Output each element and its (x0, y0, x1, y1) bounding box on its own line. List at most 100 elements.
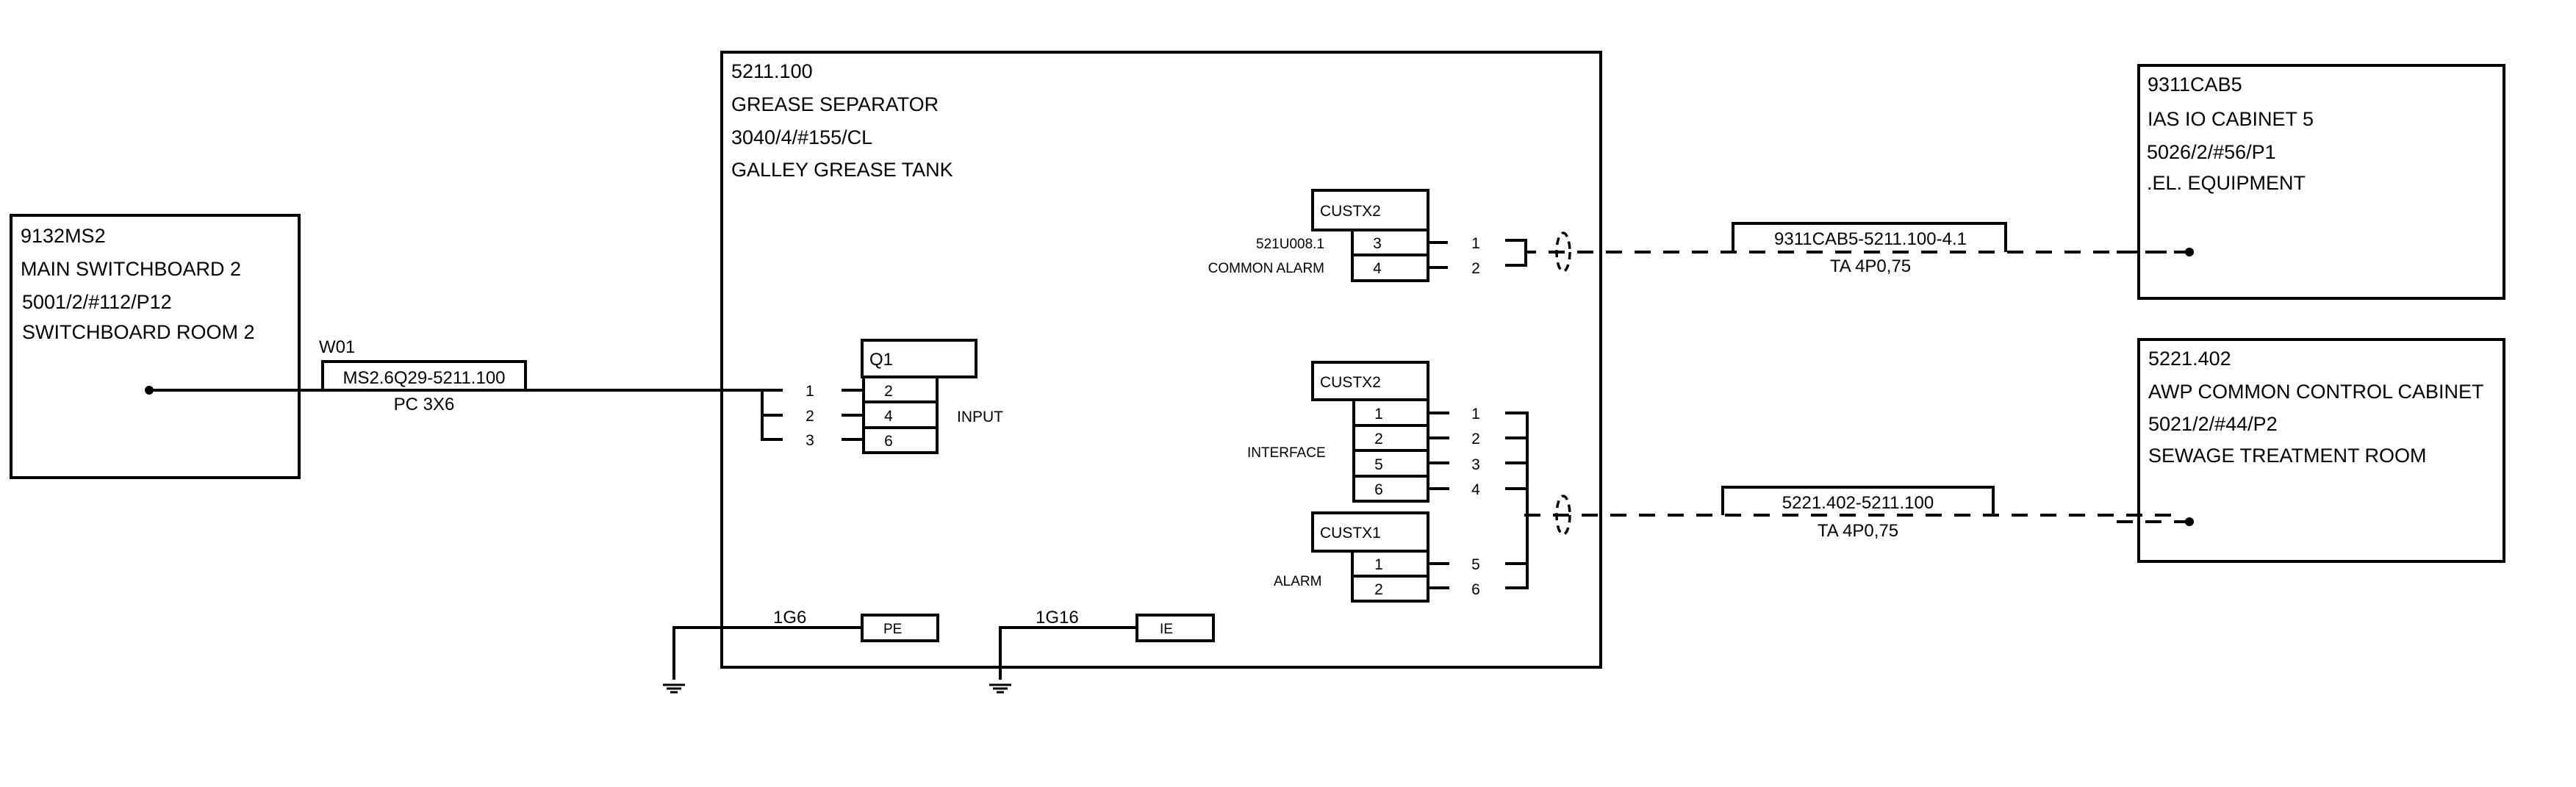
terminal-pin (1352, 475, 1429, 503)
terminal-label: 521U008.1 (1256, 237, 1324, 252)
pin-number: 1 (1374, 406, 1383, 423)
core-number: 3 (806, 432, 814, 449)
device-grease-separator[interactable]: 5211.100 GREASE SEPARATOR 3040/4/#155/CL… (720, 51, 1602, 669)
terminal-label: INTERFACE (1247, 445, 1326, 461)
terminal-label: COMMON ALARM (1208, 261, 1324, 276)
terminal-pin (1352, 449, 1429, 478)
earth-wire (672, 626, 862, 680)
terminal-pin (862, 375, 939, 403)
cable-type: TA 4P0,75 (1818, 521, 1898, 541)
terminal-pin (1351, 550, 1429, 578)
core-number: 2 (806, 408, 814, 425)
core-number: 4 (1471, 481, 1480, 498)
pin-number: 1 (1374, 556, 1383, 573)
device-awp-cabinet[interactable]: 5221.402 AWP COMMON CONTROL CABINET 5021… (2117, 338, 2505, 563)
pin-number: 4 (1373, 260, 1382, 277)
connection-dot (2185, 248, 2194, 256)
terminal-header (1311, 361, 1429, 401)
core-number: 1 (806, 383, 814, 400)
device-room: GALLEY GREASE TANK (731, 159, 953, 181)
pin-number: 6 (1374, 481, 1383, 498)
pin-number: 4 (884, 408, 893, 425)
device-main-switchboard[interactable]: 9132MS2 MAIN SWITCHBOARD 2 5001/2/#112/P… (10, 214, 301, 479)
terminal-block-custx1[interactable]: CUSTX1 1 2 ALARM (1274, 511, 1449, 603)
terminal-name: IE (1160, 622, 1173, 637)
device-location-code: 3040/4/#155/CL (731, 126, 872, 148)
earth-wire (999, 626, 1137, 680)
core-bracket (1505, 239, 1527, 267)
core-number: 2 (1471, 431, 1480, 448)
earth-cable-id: 1G16 (1036, 608, 1079, 628)
pin-number: 3 (1373, 235, 1382, 252)
terminal-name: CUSTX2 (1320, 374, 1381, 391)
terminal-pin (862, 400, 939, 429)
core-number: 1 (1471, 406, 1480, 423)
terminal-label: ALARM (1274, 574, 1321, 589)
device-id: 9311CAB5 (2148, 73, 2242, 96)
cable-label-box (1732, 222, 2007, 252)
cable-w01[interactable]: W01 MS2.6Q29-5211.100 PC 3X6 1 2 3 (149, 337, 864, 449)
terminal-pin (1351, 229, 1429, 256)
device-name: MAIN SWITCHBOARD 2 (21, 258, 241, 280)
pin-number: 2 (884, 383, 893, 400)
device-box (2137, 338, 2505, 563)
device-room: SEWAGE TREATMENT ROOM (2148, 445, 2427, 467)
terminal-block-q1[interactable]: Q1 2 4 6 INPUT (861, 339, 1003, 454)
pin-number: 6 (884, 433, 893, 450)
device-id: 5221.402 (2148, 348, 2231, 370)
terminal-name: Q1 (869, 350, 893, 370)
cable-ias[interactable]: 1 2 9311CAB5-5211.100-4.1 TA 4P0,75 (1471, 222, 2175, 277)
earth-pe[interactable]: 1G6 PE (663, 608, 939, 694)
device-location-code: 5026/2/#56/P1 (2147, 141, 2276, 163)
cable-label-box (321, 360, 527, 390)
cable-id: 5221.402-5211.100 (1782, 493, 1934, 513)
device-name: AWP COMMON CONTROL CABINET (2148, 381, 2484, 403)
ground-icon (989, 683, 1011, 694)
core-number: 1 (1471, 235, 1480, 252)
device-name: IAS IO CABINET 5 (2148, 108, 2314, 130)
terminal-pin (1352, 398, 1429, 427)
cable-tag: W01 (319, 337, 355, 357)
device-id: 9132MS2 (21, 225, 106, 247)
terminal-pin (1351, 575, 1429, 603)
terminal-pin (1351, 254, 1429, 282)
terminal-block-custx2-interface[interactable]: CUSTX2 1 2 5 6 INTERFACE (1247, 361, 1449, 503)
device-room: .EL. EQUIPMENT (2147, 172, 2306, 194)
terminal-pe (861, 614, 939, 642)
earth-ie[interactable]: 1G16 IE (989, 608, 1215, 694)
device-location-code: 5001/2/#112/P12 (22, 291, 172, 313)
device-box (2137, 64, 2505, 300)
ground-icon (663, 683, 685, 694)
device-name: GREASE SEPARATOR (731, 93, 939, 115)
device-ias-cabinet[interactable]: 9311CAB5 IAS IO CABINET 5 5026/2/#56/P1 … (2117, 64, 2505, 300)
core-number: 2 (1471, 260, 1480, 277)
pin-number: 5 (1374, 456, 1383, 473)
cable-type: TA 4P0,75 (1830, 256, 1911, 276)
earth-cable-id: 1G6 (773, 608, 806, 628)
terminal-name: CUSTX1 (1320, 525, 1381, 542)
terminal-pin (1352, 424, 1429, 452)
device-box (720, 51, 1602, 669)
core-number: 6 (1471, 581, 1480, 598)
pin-number: 2 (1374, 581, 1383, 598)
terminal-pin (862, 426, 939, 454)
device-room: SWITCHBOARD ROOM 2 (22, 321, 255, 343)
terminal-header (861, 339, 977, 378)
device-location-code: 5021/2/#44/P2 (2148, 413, 2278, 435)
terminal-name: PE (883, 622, 902, 637)
cable-awp[interactable]: 1 2 3 4 5 6 5221.402-5211.100 TA 4P0,75 (1471, 406, 2175, 598)
terminal-ie (1135, 614, 1215, 642)
terminal-name: CUSTX2 (1320, 203, 1381, 220)
terminal-block-custx2-alarm[interactable]: CUSTX2 3 4 521U008.1 COMMON ALARM (1208, 189, 1448, 282)
device-box (10, 214, 301, 479)
terminal-header (1311, 189, 1429, 231)
terminal-label: INPUT (957, 409, 1003, 425)
core-number: 5 (1471, 556, 1480, 573)
pin-number: 2 (1374, 431, 1383, 448)
cable-branch (761, 390, 783, 441)
connection-dot (2185, 517, 2194, 526)
cable-type: PC 3X6 (394, 395, 455, 414)
core-number: 3 (1471, 456, 1480, 473)
cable-label-box (1721, 486, 1995, 515)
